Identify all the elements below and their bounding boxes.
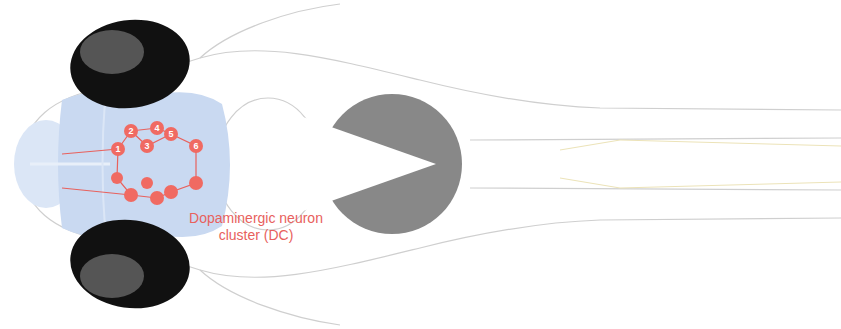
neuron-number-circle: 3 bbox=[140, 139, 154, 153]
neuron-cells bbox=[111, 172, 203, 205]
fin-line bbox=[200, 270, 340, 325]
tract-line bbox=[62, 128, 196, 198]
segment-line bbox=[560, 140, 841, 150]
lens bbox=[80, 30, 144, 74]
fin-line bbox=[200, 4, 340, 58]
segment-lines bbox=[560, 140, 841, 188]
circle-fill bbox=[150, 121, 164, 135]
brain-divider bbox=[103, 100, 106, 228]
tract-line bbox=[62, 188, 131, 195]
circle-fill bbox=[189, 139, 203, 153]
circle-fill bbox=[140, 139, 154, 153]
eye bbox=[64, 12, 195, 116]
segment-line bbox=[560, 178, 841, 188]
neuron-cell bbox=[111, 172, 123, 184]
cluster-label: Dopaminergic neuron cluster (DC) bbox=[171, 210, 341, 244]
yolk-notch bbox=[300, 116, 436, 212]
eye bbox=[64, 212, 195, 316]
circle-fill bbox=[111, 142, 125, 156]
neuron-number-circle: 1 bbox=[111, 142, 125, 156]
neuron-cell bbox=[150, 191, 164, 205]
callout-number: 5 bbox=[164, 127, 178, 141]
eyes bbox=[64, 12, 195, 316]
neuron-tract bbox=[62, 128, 196, 198]
neuron-cell bbox=[124, 188, 138, 202]
neuron-number-circle: 5 bbox=[164, 127, 178, 141]
circle-fill bbox=[124, 124, 138, 138]
notochord-line bbox=[470, 188, 841, 190]
circle-fill bbox=[164, 127, 178, 141]
neuron-cell bbox=[189, 176, 203, 190]
body-outline bbox=[22, 4, 841, 325]
callout-number: 4 bbox=[150, 121, 164, 135]
callout-number: 2 bbox=[124, 124, 138, 138]
neuron-number-circle: 6 bbox=[189, 139, 203, 153]
neuron-cell bbox=[141, 177, 153, 189]
neuron-number-circle: 2 bbox=[124, 124, 138, 138]
brain-midline bbox=[30, 163, 110, 166]
callout-number: 3 bbox=[140, 139, 154, 153]
callout-number: 1 bbox=[111, 142, 125, 156]
callout-number: 6 bbox=[189, 139, 203, 153]
yolk bbox=[300, 94, 462, 234]
neuron-number-circle: 4 bbox=[150, 121, 164, 135]
lens bbox=[80, 254, 144, 298]
notochord-line bbox=[470, 138, 841, 140]
neuron-cell bbox=[164, 185, 178, 199]
